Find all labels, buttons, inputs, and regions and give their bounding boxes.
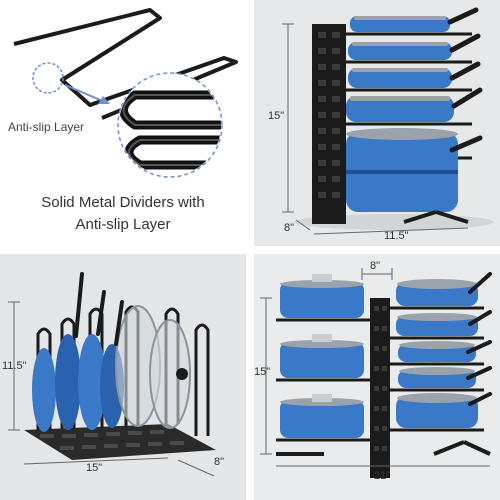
standing-pan-3 [78,334,106,430]
pan-4 [346,96,454,122]
divider-caption: Solid Metal Dividers with Anti-slip Laye… [20,192,226,236]
glass-lids [115,305,191,429]
pan-handles [74,272,124,346]
left-pots [280,274,364,438]
standing-pans [32,334,124,432]
rack-feet [276,440,491,456]
callout-arrow-head [98,96,110,104]
panel-divider-detail: Anti-slip Layer Solid Metal Dividers wit… [0,0,246,246]
right-pan-2 [396,316,478,336]
vertical-rack-drawing [282,7,494,235]
height-dimension-label: 15" [254,366,271,378]
divider-detail-drawing [13,8,238,178]
right-pan-4 [398,370,476,388]
panel-horizontal-rack: 11.5" 15" 8" [0,254,246,500]
panel-expanded-rack: 8" 15" 21" [254,254,500,500]
expanded-rack-drawing [260,268,492,478]
callout-arrow-line [64,84,106,103]
width-dimension-label: 21" [374,470,391,482]
right-pan-3 [398,344,476,362]
rack-feet [403,210,469,224]
shelf-rods [276,306,484,442]
height-dimension-label: 11.5" [2,360,27,372]
rack-center-panel [370,298,390,478]
width-dimension-label: 15" [86,462,103,474]
depth-dimension-label: 8" [214,456,225,468]
depth-dimension-label: 8" [284,222,295,234]
rack-back-panel [312,24,346,224]
rack-base [24,424,216,460]
height-dimension-label: 15" [268,110,285,122]
callout-small-circle [32,62,64,94]
horizontal-rack-drawing [8,272,216,477]
anti-slip-callout-label: Anti-slip Layer [8,120,85,134]
left-pot-1 [280,282,364,318]
caption-line-2: Anti-slip Layer [75,216,171,233]
gap-dimension-label: 8" [370,260,381,272]
pan-3 [348,68,452,88]
standing-pan-2 [55,334,81,430]
divider-wire [13,8,238,120]
standing-pan-1 [32,348,56,432]
caption-line-1: Solid Metal Dividers with [41,194,205,211]
vertical-rack-dimensions [282,23,469,235]
horizontal-rack-dimensions [8,301,215,477]
left-pot-2 [280,342,364,378]
right-pan-5 [396,396,478,428]
pan-handles [447,7,483,153]
width-dimension-label: 11.5" [384,230,409,242]
pan-2 [348,42,452,60]
left-pot-3 [280,400,364,438]
expanded-rack-dimensions [260,268,490,467]
pan-handles [466,272,492,406]
stacked-pans [346,16,458,212]
panel-vertical-rack: 15" 8" 11.5" [254,0,500,246]
right-pans [396,279,478,428]
anti-slip-closeup [119,90,221,170]
glass-lid-2 [149,319,191,429]
